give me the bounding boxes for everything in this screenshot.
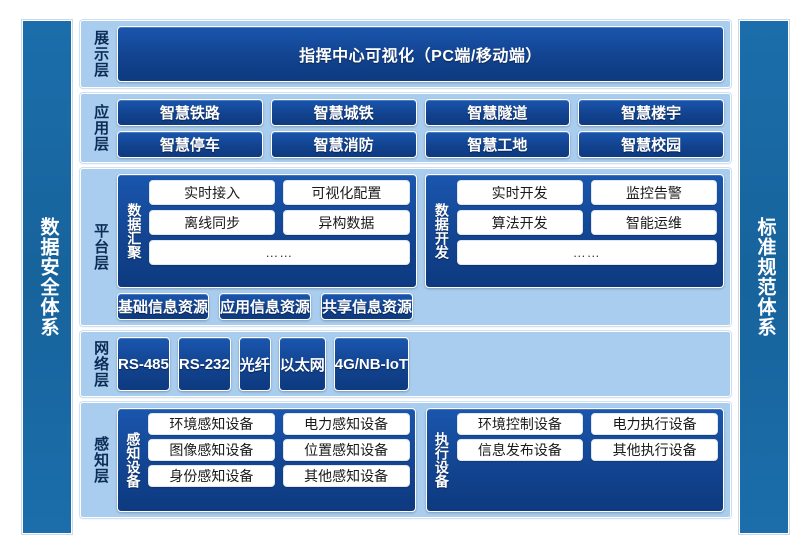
resource-item-basic-information[interactable]: 基础信息资源 [117, 293, 210, 320]
development-row-1: 实时开发 监控告警 [456, 180, 717, 205]
actuator-item-other-execution[interactable]: 其他执行设备 [591, 439, 718, 461]
network-item-rs485[interactable]: RS-485 [117, 337, 170, 391]
platform-item-algorithm-development[interactable]: 算法开发 [456, 210, 583, 235]
layer-body-platform: 数据汇聚 实时接入 可视化配置 离线同步 异构数据 …… [113, 174, 724, 320]
layer-label-network: 网络层 [92, 340, 110, 388]
aggregation-row-1: 实时接入 可视化配置 [149, 180, 410, 205]
platform-item-realtime-access[interactable]: 实时接入 [149, 180, 276, 205]
group-label-sensor-devices: 感知设备 [125, 432, 142, 488]
sensor-item-other[interactable]: 其他感知设备 [282, 465, 410, 487]
display-banner-command-center[interactable]: 指挥中心可视化（PC端/移动端） [117, 26, 724, 82]
network-row: RS-485 RS-232 光纤 以太网 4G/NB-IoT [117, 337, 724, 391]
sensor-row-1: 环境感知设备 电力感知设备 [148, 413, 410, 435]
actuator-item-environment-control[interactable]: 环境控制设备 [456, 413, 584, 435]
layer-body-display: 指挥中心可视化（PC端/移动端） [113, 26, 724, 82]
resource-item-shared-information[interactable]: 共享信息资源 [321, 293, 414, 320]
app-item-smart-railway[interactable]: 智慧铁路 [117, 99, 263, 126]
aggregation-row-2: 离线同步 异构数据 [149, 210, 410, 235]
sensor-row-2: 图像感知设备 位置感知设备 [148, 439, 410, 461]
layer-label-sensing: 感知层 [92, 436, 110, 484]
sensing-group-sensor-devices: 感知设备 环境感知设备 电力感知设备 图像感知设备 位置感知设备 [117, 408, 416, 512]
app-item-smart-firefighting[interactable]: 智慧消防 [270, 131, 417, 158]
app-item-smart-urban-rail[interactable]: 智慧城铁 [270, 99, 417, 126]
platform-item-offline-sync[interactable]: 离线同步 [149, 210, 276, 235]
application-row-1: 智慧铁路 智慧城铁 智慧隧道 智慧楼宇 [117, 99, 724, 126]
platform-item-realtime-development[interactable]: 实时开发 [456, 180, 583, 205]
platform-item-visual-config[interactable]: 可视化配置 [283, 180, 410, 205]
group-label-actuator-devices: 执行设备 [433, 432, 450, 488]
layer-application: 应用层 智慧铁路 智慧城铁 智慧隧道 智慧楼宇 智慧停车 智慧消防 智慧工地 智… [80, 93, 731, 163]
actuator-row-2: 信息发布设备 其他执行设备 [456, 439, 718, 461]
network-item-rs232[interactable]: RS-232 [177, 337, 231, 391]
sensor-item-location[interactable]: 位置感知设备 [282, 439, 410, 461]
aggregation-row-3: …… [149, 240, 410, 265]
layer-body-application: 智慧铁路 智慧城铁 智慧隧道 智慧楼宇 智慧停车 智慧消防 智慧工地 智慧校园 [113, 99, 724, 158]
platform-item-aggregation-more[interactable]: …… [149, 240, 410, 265]
app-item-smart-parking[interactable]: 智慧停车 [117, 131, 263, 158]
sensing-body-actuator-devices: 环境控制设备 电力执行设备 信息发布设备 其他执行设备 [452, 413, 718, 507]
sensing-group-actuator-devices: 执行设备 环境控制设备 电力执行设备 信息发布设备 其他执行设备 [425, 408, 724, 512]
app-item-smart-tunnel[interactable]: 智慧隧道 [424, 99, 571, 126]
layer-platform: 平台层 数据汇聚 实时接入 可视化配置 离线同步 异 [80, 168, 731, 326]
sensor-item-environment[interactable]: 环境感知设备 [148, 413, 275, 435]
development-row-3: …… [456, 240, 717, 265]
layer-label-display: 展示层 [92, 30, 110, 78]
platform-resource-row: 基础信息资源 应用信息资源 共享信息资源 [117, 293, 724, 320]
actuator-item-information-release[interactable]: 信息发布设备 [456, 439, 584, 461]
application-row-2: 智慧停车 智慧消防 智慧工地 智慧校园 [117, 131, 724, 158]
layer-body-network: RS-485 RS-232 光纤 以太网 4G/NB-IoT [113, 337, 724, 391]
group-body-data-aggregation: 实时接入 可视化配置 离线同步 异构数据 …… [144, 180, 410, 282]
right-pillar-standards: 标准规范体系 [739, 20, 789, 534]
layer-sensing: 感知层 感知设备 环境感知设备 电力感知设备 图像感知设备 [80, 402, 731, 518]
platform-item-development-more[interactable]: …… [456, 240, 717, 265]
sensing-groups: 感知设备 环境感知设备 电力感知设备 图像感知设备 位置感知设备 [117, 408, 724, 512]
platform-group-data-development: 数据开发 实时开发 监控告警 算法开发 智能运维 …… [424, 174, 724, 288]
platform-item-intelligent-ops[interactable]: 智能运维 [590, 210, 717, 235]
sensor-item-image[interactable]: 图像感知设备 [148, 439, 275, 461]
layer-stack: 展示层 指挥中心可视化（PC端/移动端） 应用层 智慧铁路 智慧城铁 智慧隧道 … [80, 20, 731, 534]
group-label-data-development: 数据开发 [433, 203, 450, 259]
resource-item-application-information[interactable]: 应用信息资源 [219, 293, 312, 320]
layer-body-sensing: 感知设备 环境感知设备 电力感知设备 图像感知设备 位置感知设备 [113, 408, 724, 512]
development-row-2: 算法开发 智能运维 [456, 210, 717, 235]
layer-display: 展示层 指挥中心可视化（PC端/移动端） [80, 20, 731, 88]
sensing-body-sensor-devices: 环境感知设备 电力感知设备 图像感知设备 位置感知设备 身份感知设备 其他感知设… [143, 413, 410, 507]
actuator-item-power-execution[interactable]: 电力执行设备 [591, 413, 718, 435]
left-pillar-data-security: 数据安全体系 [22, 20, 72, 534]
app-item-smart-building[interactable]: 智慧楼宇 [578, 99, 724, 126]
group-label-data-aggregation: 数据汇聚 [126, 203, 143, 259]
network-item-optical-fiber[interactable]: 光纤 [238, 337, 271, 391]
platform-group-data-aggregation: 数据汇聚 实时接入 可视化配置 离线同步 异构数据 …… [117, 174, 417, 288]
platform-groups: 数据汇聚 实时接入 可视化配置 离线同步 异构数据 …… [117, 174, 724, 288]
platform-item-monitoring-alarm[interactable]: 监控告警 [590, 180, 717, 205]
platform-item-heterogeneous-data[interactable]: 异构数据 [283, 210, 410, 235]
sensor-item-power[interactable]: 电力感知设备 [282, 413, 410, 435]
app-item-smart-campus[interactable]: 智慧校园 [578, 131, 724, 158]
group-body-data-development: 实时开发 监控告警 算法开发 智能运维 …… [452, 180, 717, 282]
network-item-ethernet[interactable]: 以太网 [278, 337, 326, 391]
layer-label-platform: 平台层 [92, 223, 110, 271]
layer-network: 网络层 RS-485 RS-232 光纤 以太网 4G/NB-IoT [80, 331, 731, 397]
sensor-item-identity[interactable]: 身份感知设备 [148, 465, 275, 487]
layer-label-application: 应用层 [92, 104, 110, 152]
network-item-4g-nbiot[interactable]: 4G/NB-IoT [333, 337, 410, 391]
actuator-row-1: 环境控制设备 电力执行设备 [456, 413, 718, 435]
app-item-smart-construction-site[interactable]: 智慧工地 [424, 131, 571, 158]
sensor-row-3: 身份感知设备 其他感知设备 [148, 465, 410, 487]
